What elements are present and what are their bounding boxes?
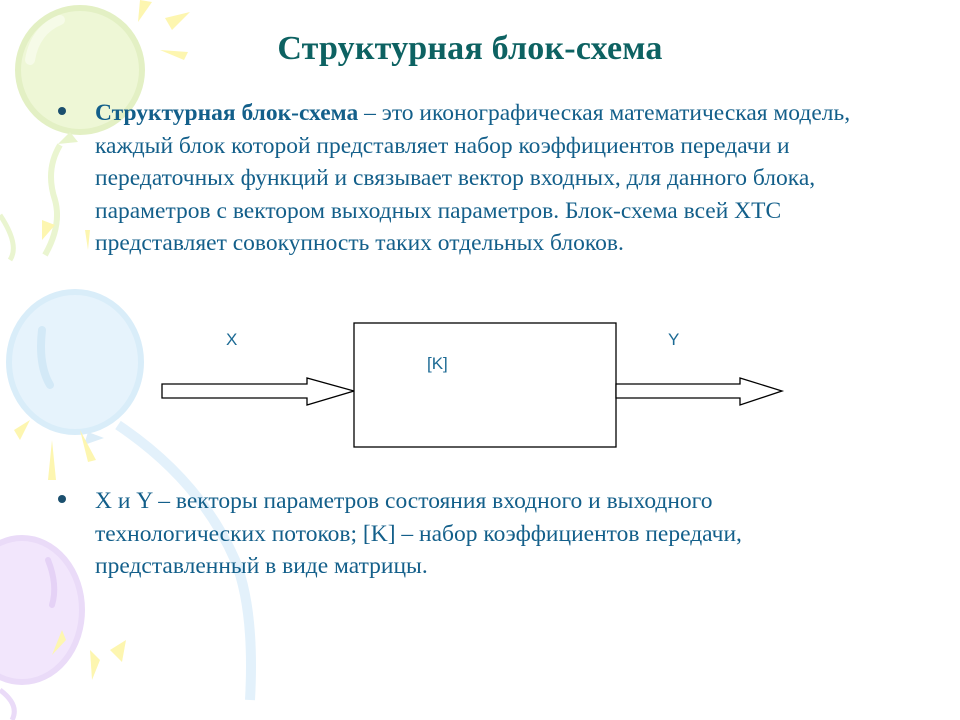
output-vector-label: Y xyxy=(668,330,680,349)
bullet-definition-text: Структурная блок-схема – это иконографич… xyxy=(95,97,895,260)
bullet-definition: Структурная блок-схема – это иконографич… xyxy=(58,97,895,260)
output-arrow-icon xyxy=(615,377,785,406)
slide-title: Структурная блок-схема xyxy=(277,30,663,67)
definition-body: – это иконографическая математическая мо… xyxy=(95,100,851,256)
bullet-legend: X и Y – векторы параметров состояния вхо… xyxy=(58,485,875,583)
block-box xyxy=(353,322,617,448)
block-matrix-label: [K] xyxy=(427,354,448,373)
bullet-icon xyxy=(58,107,66,115)
term-highlight: Структурная блок-схема xyxy=(95,100,359,126)
bullet-legend-text: X и Y – векторы параметров состояния вхо… xyxy=(95,488,742,579)
input-arrow-icon xyxy=(161,377,357,406)
bullet-icon xyxy=(58,495,66,503)
input-vector-label: X xyxy=(226,330,238,349)
